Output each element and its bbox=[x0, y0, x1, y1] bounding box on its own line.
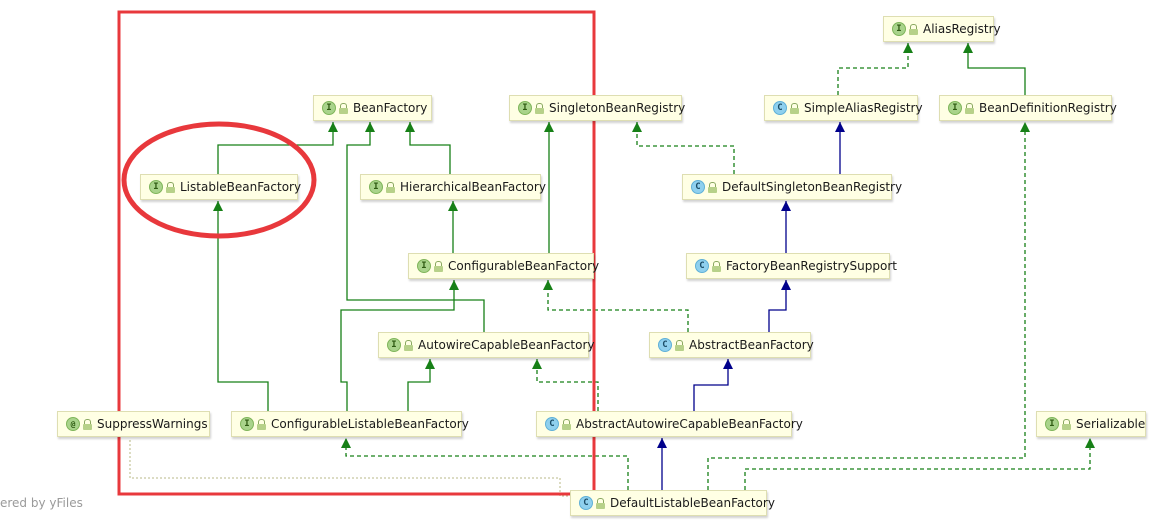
class-icon: C bbox=[695, 259, 709, 273]
public-access-icon bbox=[675, 339, 684, 351]
public-access-icon bbox=[339, 102, 348, 114]
edge-default-listable-bean-factory-to-bean-definition-registry bbox=[707, 122, 1030, 490]
node-label: AutowireCapableBeanFactory bbox=[418, 338, 595, 352]
node-abstract-bean-factory[interactable]: C AbstractBeanFactory bbox=[649, 332, 814, 358]
public-access-icon bbox=[596, 497, 605, 509]
edge-abstract-autowire-capable-bean-factory-to-autowire-capable-bean-factory bbox=[532, 359, 599, 411]
node-label: SuppressWarnings bbox=[97, 417, 208, 431]
node-default-singleton-bean-registry[interactable]: C DefaultSingletonBeanRegistry bbox=[682, 174, 902, 200]
public-access-icon bbox=[965, 102, 974, 114]
node-label: Serializable bbox=[1076, 417, 1146, 431]
class-icon: C bbox=[579, 496, 593, 510]
interface-icon: I bbox=[149, 180, 163, 194]
node-autowire-capable-bean-factory[interactable]: I AutowireCapableBeanFactory bbox=[378, 332, 595, 358]
node-label: FactoryBeanRegistrySupport bbox=[726, 259, 897, 273]
public-access-icon bbox=[404, 339, 413, 351]
node-configurable-bean-factory[interactable]: I ConfigurableBeanFactory bbox=[408, 253, 599, 279]
node-label: ListableBeanFactory bbox=[180, 180, 302, 194]
edge-default-listable-bean-factory-to-suppress-warnings bbox=[129, 438, 572, 497]
node-hierarchical-bean-factory[interactable]: I HierarchicalBeanFactory bbox=[360, 174, 546, 200]
yfiles-watermark: ered by yFiles bbox=[0, 496, 83, 510]
public-access-icon bbox=[434, 260, 443, 272]
interface-icon: I bbox=[417, 259, 431, 273]
node-bean-factory[interactable]: I BeanFactory bbox=[313, 95, 432, 121]
public-access-icon bbox=[712, 260, 721, 272]
edge-abstract-autowire-capable-bean-factory-to-abstract-bean-factory bbox=[693, 359, 733, 411]
annotation-icon: @ bbox=[66, 417, 80, 431]
public-access-icon bbox=[708, 181, 717, 193]
node-configurable-listable-bean-factory[interactable]: I ConfigurableListableBeanFactory bbox=[231, 411, 469, 437]
node-abstract-autowire-capable-bean-factory[interactable]: C AbstractAutowireCapableBeanFactory bbox=[536, 411, 803, 437]
node-alias-registry[interactable]: I AliasRegistry bbox=[883, 16, 1001, 42]
node-singleton-bean-registry[interactable]: I SingletonBeanRegistry bbox=[509, 95, 686, 121]
public-access-icon bbox=[562, 418, 571, 430]
class-icon: C bbox=[658, 338, 672, 352]
edge-hierarchical-bean-factory-to-bean-factory bbox=[405, 122, 451, 174]
node-label: ConfigurableListableBeanFactory bbox=[271, 417, 469, 431]
node-label: DefaultListableBeanFactory bbox=[610, 496, 775, 510]
class-icon: C bbox=[773, 101, 787, 115]
listable-bean-factory-ellipse bbox=[121, 121, 317, 239]
interface-icon: I bbox=[1045, 417, 1059, 431]
interface-icon: I bbox=[518, 101, 532, 115]
node-label: SimpleAliasRegistry bbox=[804, 101, 923, 115]
node-label: AliasRegistry bbox=[923, 22, 1001, 36]
node-label: BeanDefinitionRegistry bbox=[979, 101, 1117, 115]
edge-bean-definition-registry-to-alias-registry bbox=[963, 43, 1026, 95]
edge-configurable-listable-bean-factory-to-listable-bean-factory bbox=[213, 201, 269, 411]
public-access-icon bbox=[535, 102, 544, 114]
public-access-icon bbox=[1062, 418, 1071, 430]
node-label: DefaultSingletonBeanRegistry bbox=[722, 180, 903, 194]
node-label: SingletonBeanRegistry bbox=[549, 101, 686, 115]
class-icon: C bbox=[691, 180, 705, 194]
bean-factory-interfaces-box bbox=[117, 10, 596, 496]
edge-abstract-bean-factory-to-factory-bean-registry-support bbox=[768, 280, 791, 332]
edge-default-listable-bean-factory-to-configurable-listable-bean-factory bbox=[341, 438, 629, 490]
node-bean-definition-registry[interactable]: I BeanDefinitionRegistry bbox=[939, 95, 1117, 121]
public-access-icon bbox=[257, 418, 266, 430]
edge-abstract-bean-factory-to-configurable-bean-factory bbox=[543, 280, 689, 332]
edge-simple-alias-registry-to-alias-registry bbox=[837, 43, 913, 95]
node-factory-bean-registry-support[interactable]: C FactoryBeanRegistrySupport bbox=[686, 253, 897, 279]
node-suppress-warnings[interactable]: @ SuppressWarnings bbox=[57, 411, 210, 437]
interface-icon: I bbox=[322, 101, 336, 115]
edge-default-listable-bean-factory-to-serializable bbox=[744, 438, 1095, 490]
public-access-icon bbox=[909, 23, 918, 35]
node-simple-alias-registry[interactable]: C SimpleAliasRegistry bbox=[764, 95, 923, 121]
node-listable-bean-factory[interactable]: I ListableBeanFactory bbox=[140, 174, 302, 200]
edge-default-singleton-bean-registry-to-singleton-bean-registry bbox=[632, 122, 735, 174]
interface-icon: I bbox=[369, 180, 383, 194]
interface-icon: I bbox=[948, 101, 962, 115]
public-access-icon bbox=[166, 181, 175, 193]
public-access-icon bbox=[386, 181, 395, 193]
node-serializable[interactable]: I Serializable bbox=[1036, 411, 1146, 437]
public-access-icon bbox=[83, 418, 92, 430]
node-label: AbstractAutowireCapableBeanFactory bbox=[576, 417, 803, 431]
node-label: BeanFactory bbox=[353, 101, 428, 115]
interface-icon: I bbox=[892, 22, 906, 36]
interface-icon: I bbox=[387, 338, 401, 352]
node-label: AbstractBeanFactory bbox=[689, 338, 814, 352]
node-label: ConfigurableBeanFactory bbox=[448, 259, 600, 273]
edge-listable-bean-factory-to-bean-factory bbox=[217, 122, 338, 174]
class-icon: C bbox=[545, 417, 559, 431]
interface-icon: I bbox=[240, 417, 254, 431]
node-label: HierarchicalBeanFactory bbox=[400, 180, 546, 194]
edge-configurable-listable-bean-factory-to-configurable-bean-factory bbox=[340, 280, 459, 411]
edge-configurable-listable-bean-factory-to-autowire-capable-bean-factory bbox=[407, 359, 435, 411]
node-default-listable-bean-factory[interactable]: C DefaultListableBeanFactory bbox=[570, 490, 775, 516]
public-access-icon bbox=[790, 102, 799, 114]
edge-autowire-capable-bean-factory-to-bean-factory bbox=[346, 122, 485, 332]
